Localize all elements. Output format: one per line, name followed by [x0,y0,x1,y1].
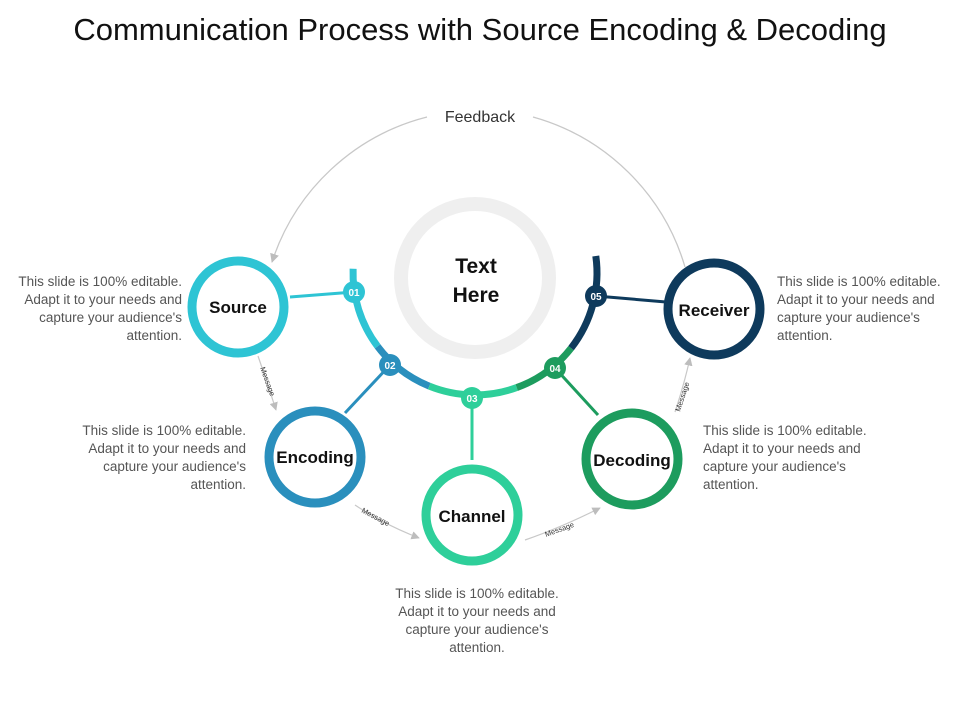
node-decoding-label: Decoding [593,451,670,470]
message-arrow-2 [354,504,420,540]
marker-01-text: 01 [348,288,360,299]
receiver-description: This slide is 100% editable. Adapt it to… [777,274,941,343]
center-text-line-1: Text [455,255,497,278]
marker-05: 05 [585,285,607,307]
message-arrow-4 [674,357,693,413]
node-encoding[interactable]: Encoding [264,406,366,508]
marker-03: 03 [461,387,483,409]
marker-03-text: 03 [466,394,478,405]
center-circle [409,212,541,344]
marker-02: 02 [379,354,401,376]
marker-04: 04 [544,357,566,379]
decoding-description: This slide is 100% editable. Adapt it to… [703,423,867,492]
message-arrow-3 [524,507,601,541]
message-arrow-1 [257,355,278,411]
feedback-arc-left [270,116,428,263]
marker-05-text: 05 [590,292,602,303]
message-label-3: Message [544,520,576,539]
node-encoding-label: Encoding [276,448,353,467]
message-label-2: Message [360,506,391,528]
source-description: This slide is 100% editable. Adapt it to… [18,274,182,343]
channel-description: This slide is 100% editable. Adapt it to… [395,586,559,655]
node-channel[interactable]: Channel [421,464,523,566]
message-label-1: Message [258,366,277,398]
node-channel-label: Channel [438,507,505,526]
encoding-description: This slide is 100% editable. Adapt it to… [82,423,246,492]
center-ring [394,197,556,359]
node-source[interactable]: Source [187,256,289,358]
feedback-arc-right [532,116,686,268]
marker-01: 01 [343,281,365,303]
feedback-label: Feedback [445,109,516,126]
center-text-line-2: Here [453,284,500,307]
marker-02-text: 02 [384,361,396,372]
connector-receiver [595,294,667,304]
message-label-4: Message [673,381,691,413]
node-source-label: Source [209,298,267,317]
node-decoding[interactable]: Decoding [581,408,683,510]
arc-segment-2 [374,344,431,390]
arc-segment-1 [349,268,381,349]
slide-title: Communication Process with Source Encodi… [73,12,887,47]
marker-04-text: 04 [549,364,561,375]
node-receiver-label: Receiver [679,301,750,320]
node-receiver[interactable]: Receiver [663,258,765,360]
